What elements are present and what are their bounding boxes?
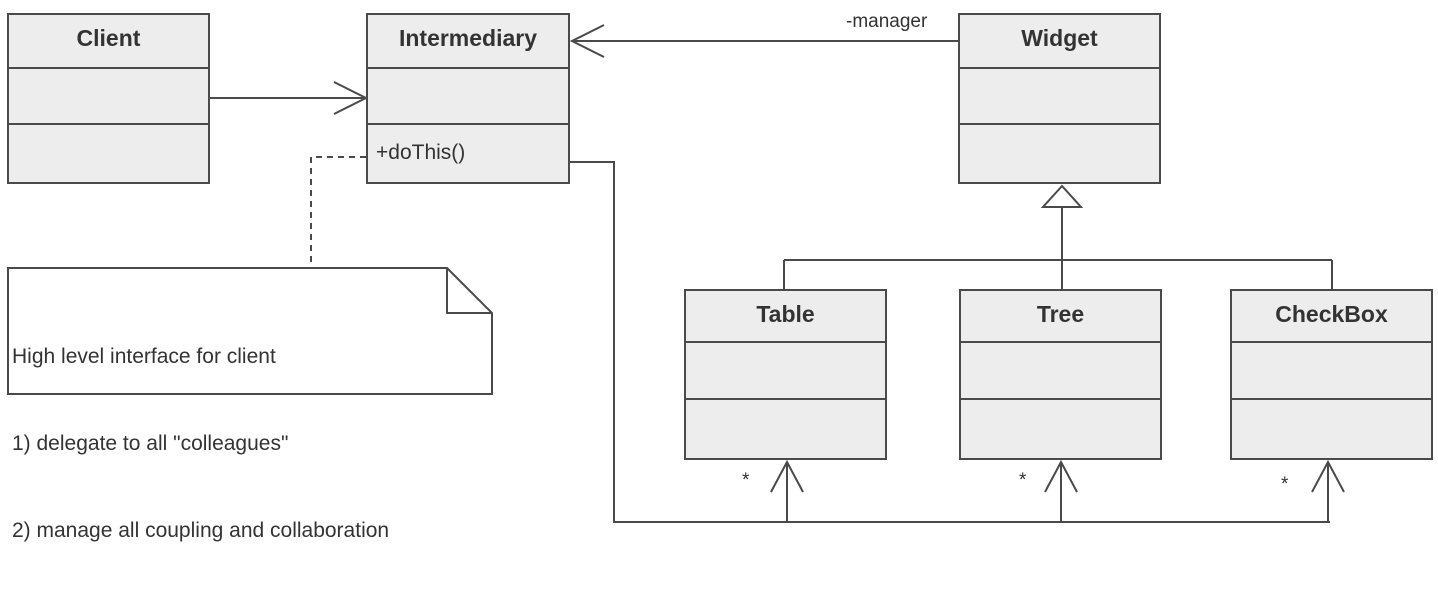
checkbox-association-arrowhead xyxy=(1311,459,1345,493)
table-multiplicity-label: * xyxy=(742,470,750,491)
class-table-name: Table xyxy=(756,301,815,327)
class-checkbox[interactable]: CheckBox xyxy=(1230,289,1433,460)
class-client[interactable]: Client xyxy=(7,13,210,184)
note-box xyxy=(7,267,493,395)
class-widget-name: Widget xyxy=(1021,25,1098,51)
connectors-layer xyxy=(7,24,1345,523)
class-intermediary-operations: +doThis() xyxy=(368,123,568,184)
class-table-attributes xyxy=(686,341,885,400)
class-tree[interactable]: Tree xyxy=(959,289,1162,460)
note-text: High level interface for client 1) deleg… xyxy=(12,284,389,603)
class-client-attributes xyxy=(9,67,208,125)
class-client-name: Client xyxy=(76,25,141,51)
manager-role-label: -manager xyxy=(846,11,928,32)
note-anchor-dashed-line xyxy=(310,156,366,268)
class-checkbox-operations xyxy=(1232,398,1431,460)
uml-diagram-canvas: Client Intermediary +doThis() Widget Tab… xyxy=(7,11,1433,542)
class-checkbox-name: CheckBox xyxy=(1275,301,1388,327)
widget-intermediary-arrowhead xyxy=(569,24,605,58)
class-intermediary-attributes xyxy=(368,67,568,125)
note-line-3: 2) manage all coupling and collaboration xyxy=(12,519,390,542)
table-association-arrowhead xyxy=(770,459,804,493)
class-widget-operations xyxy=(960,123,1159,184)
class-client-operations xyxy=(9,123,208,184)
intermediary-colleagues-bus-line xyxy=(570,161,1330,523)
note-line-1: High level interface for client xyxy=(12,345,276,368)
class-tree-operations xyxy=(961,398,1160,460)
class-tree-attributes xyxy=(961,341,1160,400)
class-intermediary[interactable]: Intermediary +doThis() xyxy=(366,13,570,184)
class-intermediary-name: Intermediary xyxy=(398,25,538,51)
class-widget[interactable]: Widget xyxy=(958,13,1161,184)
note-line-2: 1) delegate to all "colleagues" xyxy=(12,432,289,455)
generalization-triangle xyxy=(1040,184,1084,208)
class-checkbox-attributes xyxy=(1232,341,1431,400)
class-widget-attributes xyxy=(960,67,1159,125)
tree-multiplicity-label: * xyxy=(1019,470,1027,491)
class-intermediary-operation: +doThis() xyxy=(376,141,466,164)
tree-association-arrowhead xyxy=(1044,459,1078,493)
note-fold-corner xyxy=(446,268,492,314)
checkbox-multiplicity-label: * xyxy=(1281,474,1289,495)
class-tree-name: Tree xyxy=(1036,301,1085,327)
class-table-operations xyxy=(686,398,885,460)
class-table[interactable]: Table xyxy=(684,289,887,460)
